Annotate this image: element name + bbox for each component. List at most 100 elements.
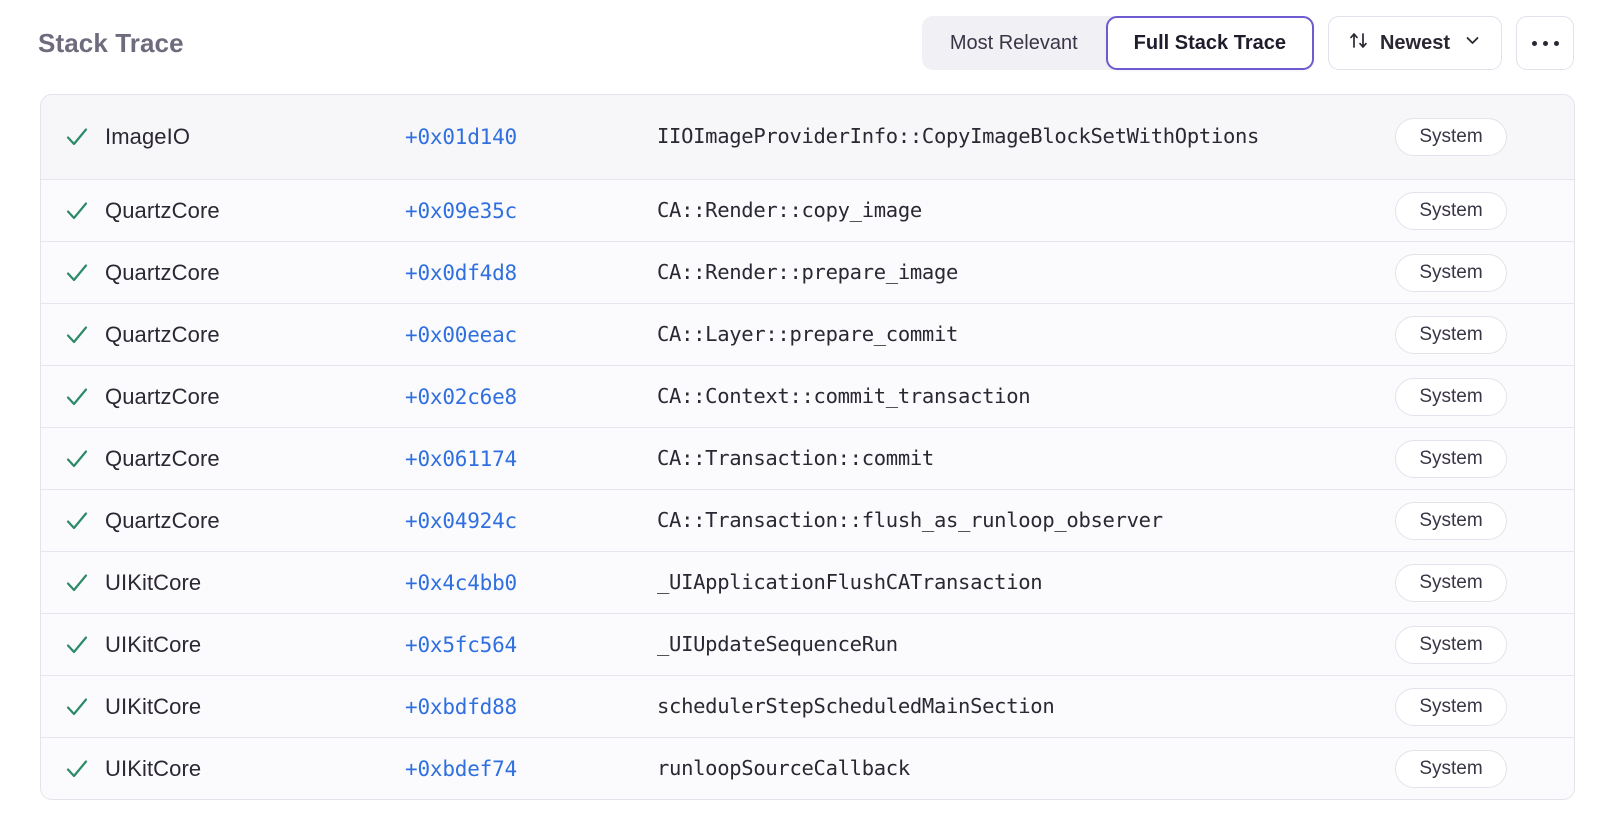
check-icon bbox=[66, 573, 88, 591]
panel-header: Stack Trace Most Relevant Full Stack Tra… bbox=[0, 0, 1614, 86]
frame-module: UIKitCore bbox=[105, 569, 202, 595]
frame-offset-link[interactable]: +0x00eeac bbox=[405, 322, 517, 347]
frame-module: QuartzCore bbox=[105, 445, 220, 471]
check-icon bbox=[66, 128, 88, 146]
table-row[interactable]: UIKitCore +0x4c4bb0 _UIApplicationFlushC… bbox=[41, 551, 1574, 613]
frame-offset-link[interactable]: +0x4c4bb0 bbox=[405, 570, 517, 595]
frame-symbol: CA::Context::commit_transaction bbox=[657, 383, 1031, 408]
frame-symbol: runloopSourceCallback bbox=[657, 755, 910, 780]
frame-module: ImageIO bbox=[105, 124, 191, 149]
status-badge: System bbox=[1395, 377, 1507, 416]
frame-module: QuartzCore bbox=[105, 507, 220, 533]
frame-module: QuartzCore bbox=[105, 383, 220, 409]
frame-badge-cell: System bbox=[1375, 687, 1507, 726]
check-icon bbox=[66, 263, 88, 281]
frame-symbol: CA::Transaction::commit bbox=[657, 445, 934, 470]
row-checkmark[interactable] bbox=[41, 508, 105, 534]
frame-badge-cell: System bbox=[1375, 563, 1507, 602]
table-row[interactable]: ImageIO +0x01d140 IIOImageProviderInfo::… bbox=[41, 95, 1574, 179]
frame-offset-link[interactable]: +0x02c6e8 bbox=[405, 384, 517, 409]
frame-symbol: CA::Render::copy_image bbox=[657, 197, 922, 222]
sort-updown-icon bbox=[1348, 30, 1369, 57]
frame-symbol: IIOImageProviderInfo::CopyImageBlockSetW… bbox=[657, 124, 1260, 149]
frame-symbol: schedulerStepScheduledMainSection bbox=[657, 693, 1055, 718]
status-badge: System bbox=[1395, 749, 1507, 788]
frame-offset-link[interactable]: +0x0df4d8 bbox=[405, 260, 517, 285]
status-badge: System bbox=[1395, 118, 1507, 156]
row-checkmark[interactable] bbox=[41, 260, 105, 286]
row-checkmark[interactable] bbox=[41, 124, 105, 150]
table-row[interactable]: UIKitCore +0xbdfd88 schedulerStepSchedul… bbox=[41, 675, 1574, 737]
check-icon bbox=[66, 759, 88, 777]
check-icon bbox=[66, 635, 88, 653]
view-mode-segmented-control[interactable]: Most Relevant Full Stack Trace bbox=[921, 16, 1314, 70]
frame-module: QuartzCore bbox=[105, 197, 220, 223]
row-checkmark[interactable] bbox=[41, 446, 105, 472]
frame-offset-link[interactable]: +0xbdef74 bbox=[405, 756, 517, 781]
table-row[interactable]: QuartzCore +0x061174 CA::Transaction::co… bbox=[41, 427, 1574, 489]
frame-badge-cell: System bbox=[1375, 377, 1507, 416]
table-row[interactable]: QuartzCore +0x04924c CA::Transaction::fl… bbox=[41, 489, 1574, 551]
table-row[interactable]: UIKitCore +0x5fc564 _UIUpdateSequenceRun… bbox=[41, 613, 1574, 675]
frame-badge-cell: System bbox=[1375, 749, 1507, 788]
row-checkmark[interactable] bbox=[41, 694, 105, 720]
sort-button[interactable]: Newest bbox=[1327, 16, 1502, 70]
frame-badge-cell: System bbox=[1375, 315, 1507, 354]
frame-badge-cell: System bbox=[1375, 625, 1507, 664]
ellipsis-icon bbox=[1531, 40, 1559, 46]
row-checkmark[interactable] bbox=[41, 570, 105, 596]
status-badge: System bbox=[1395, 191, 1507, 230]
status-badge: System bbox=[1395, 253, 1507, 292]
row-checkmark[interactable] bbox=[41, 198, 105, 224]
check-icon bbox=[66, 201, 88, 219]
status-badge: System bbox=[1395, 315, 1507, 354]
frame-symbol: CA::Transaction::flush_as_runloop_observ… bbox=[657, 507, 1163, 532]
frame-badge-cell: System bbox=[1375, 439, 1507, 478]
frame-badge-cell: System bbox=[1375, 253, 1507, 292]
sort-label: Newest bbox=[1379, 31, 1450, 54]
status-badge: System bbox=[1395, 501, 1507, 540]
frame-badge-cell: System bbox=[1375, 501, 1507, 540]
tab-most-relevant[interactable]: Most Relevant bbox=[949, 31, 1078, 54]
check-icon bbox=[66, 511, 88, 529]
status-badge: System bbox=[1395, 625, 1507, 664]
check-icon bbox=[66, 697, 88, 715]
check-icon bbox=[66, 387, 88, 405]
table-row[interactable]: QuartzCore +0x0df4d8 CA::Render::prepare… bbox=[41, 241, 1574, 303]
table-row[interactable]: QuartzCore +0x02c6e8 CA::Context::commit… bbox=[41, 365, 1574, 427]
frame-symbol: _UIUpdateSequenceRun bbox=[657, 631, 898, 656]
table-row[interactable]: QuartzCore +0x00eeac CA::Layer::prepare_… bbox=[41, 303, 1574, 365]
row-checkmark[interactable] bbox=[41, 632, 105, 658]
frame-symbol: CA::Render::prepare_image bbox=[657, 259, 959, 284]
check-icon bbox=[66, 449, 88, 467]
page-title: Stack Trace bbox=[38, 28, 184, 58]
frame-module: UIKitCore bbox=[105, 755, 202, 781]
frame-module: UIKitCore bbox=[105, 631, 202, 657]
row-checkmark[interactable] bbox=[41, 384, 105, 410]
frame-badge-cell: System bbox=[1375, 191, 1507, 230]
row-checkmark[interactable] bbox=[41, 756, 105, 782]
frame-offset-link[interactable]: +0x09e35c bbox=[405, 198, 517, 223]
stack-frames-table: ImageIO +0x01d140 IIOImageProviderInfo::… bbox=[40, 94, 1575, 800]
more-options-button[interactable] bbox=[1516, 16, 1574, 70]
frame-offset-link[interactable]: +0x01d140 bbox=[405, 125, 517, 149]
table-row[interactable]: UIKitCore +0xbdef74 runloopSourceCallbac… bbox=[41, 737, 1574, 799]
frame-badge-cell: System bbox=[1375, 118, 1507, 156]
frame-module: UIKitCore bbox=[105, 693, 202, 719]
table-row[interactable]: QuartzCore +0x09e35c CA::Render::copy_im… bbox=[41, 179, 1574, 241]
chevron-down-icon bbox=[1463, 31, 1482, 56]
status-badge: System bbox=[1395, 563, 1507, 602]
frame-symbol: CA::Layer::prepare_commit bbox=[657, 321, 959, 346]
frame-offset-link[interactable]: +0xbdfd88 bbox=[405, 694, 517, 719]
toolbar: Most Relevant Full Stack Trace Newest bbox=[921, 16, 1574, 70]
tab-full-stack-trace[interactable]: Full Stack Trace bbox=[1105, 16, 1314, 70]
frame-module: QuartzCore bbox=[105, 321, 220, 347]
frame-offset-link[interactable]: +0x5fc564 bbox=[405, 632, 517, 657]
frame-module: QuartzCore bbox=[105, 259, 220, 285]
frame-symbol: _UIApplicationFlushCATransaction bbox=[657, 569, 1043, 594]
check-icon bbox=[66, 325, 88, 343]
row-checkmark[interactable] bbox=[41, 322, 105, 348]
frame-offset-link[interactable]: +0x04924c bbox=[405, 508, 517, 533]
frame-offset-link[interactable]: +0x061174 bbox=[405, 446, 517, 471]
